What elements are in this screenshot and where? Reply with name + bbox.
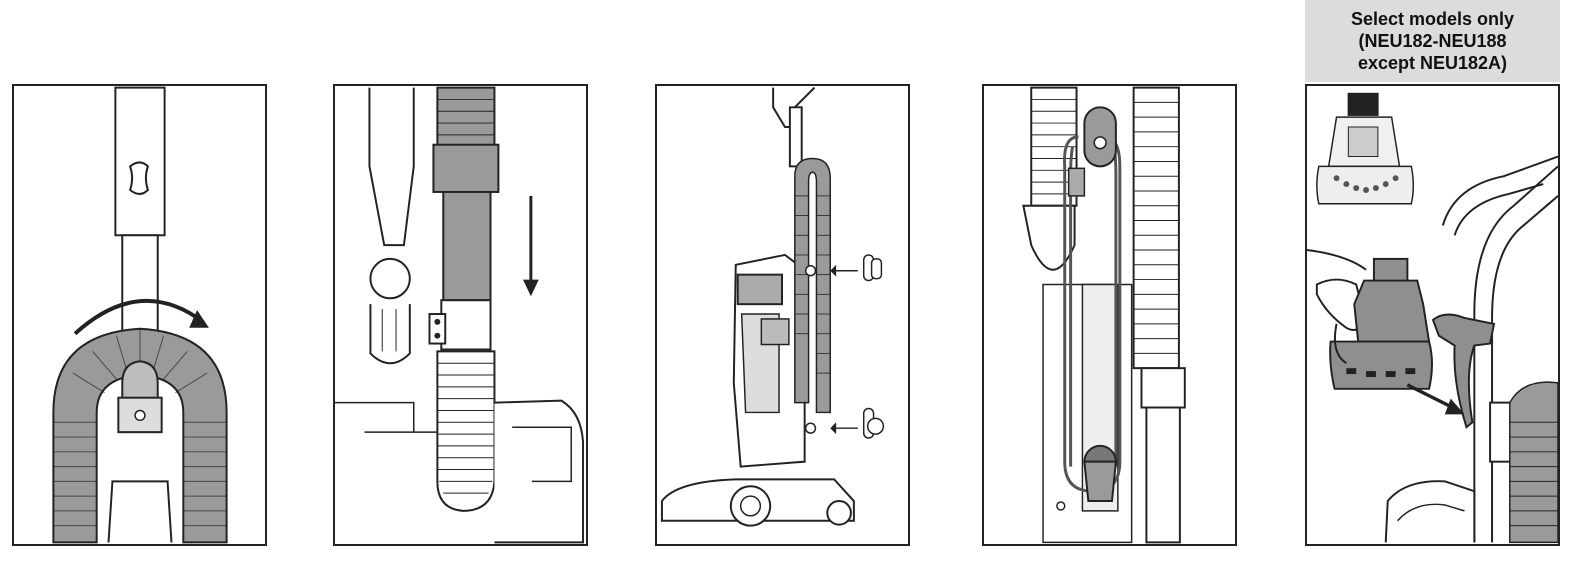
- diagonal-arrow-icon: [1406, 383, 1456, 411]
- step-5-panel: [1305, 84, 1560, 546]
- step-4-panel: [982, 84, 1237, 546]
- step-1-panel: [12, 84, 267, 546]
- vacuum-side-illustration: [660, 86, 885, 527]
- note-line-3: except NEU182A): [1357, 53, 1508, 73]
- curved-arrow-icon: [73, 298, 205, 336]
- note-line-2: (NEU182-NEU188: [1358, 31, 1507, 51]
- hose-insert-illustration: [335, 86, 585, 544]
- hose-wrap-illustration: [52, 86, 228, 544]
- note-line-1: Select models only: [1350, 9, 1515, 29]
- turbo-tool-inset: [1316, 92, 1415, 205]
- step-3-panel: [655, 84, 910, 546]
- turbo-tool-illustration: [1307, 92, 1558, 544]
- models-note: Select models only (NEU182-NEU188 except…: [1305, 0, 1560, 82]
- cord-wrap-illustration: [1022, 86, 1186, 544]
- step-2-panel: [333, 84, 588, 546]
